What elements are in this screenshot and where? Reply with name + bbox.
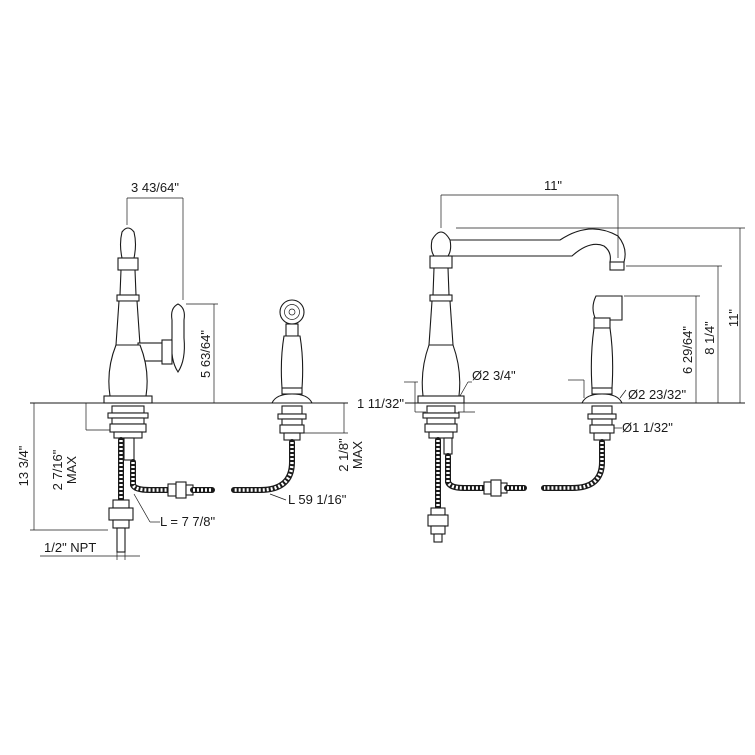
sprayer-front-view xyxy=(541,295,623,491)
faucet-side-view xyxy=(103,227,215,553)
dim-base-diameter: Ø2 3/4" xyxy=(472,368,516,383)
faucet-front-view xyxy=(417,228,626,543)
dim-deck-thickness-faucet-max: MAX xyxy=(64,456,79,485)
dim-overall-height-right: 11" xyxy=(726,309,741,327)
dim-overall-height-left: 13 3/4" xyxy=(16,445,31,486)
dim-deck-thickness-sprayer: 2 1/8" xyxy=(336,438,351,472)
dim-hole-diameter: Ø1 1/32" xyxy=(622,420,673,435)
dim-connection: 1/2" NPT xyxy=(44,540,96,555)
dim-spout-reach: 3 43/64" xyxy=(131,180,179,195)
dim-deck-thickness-faucet: 2 7/16" xyxy=(50,449,65,490)
dim-spout-clearance: 8 1/4" xyxy=(702,321,717,355)
dim-spout-length: 11" xyxy=(544,178,562,193)
dim-tube-length: L = 7 7/8" xyxy=(160,514,215,529)
dim-body-height: 6 29/64" xyxy=(680,326,695,374)
dim-sprayer-base-diameter: Ø2 23/32" xyxy=(628,387,686,402)
dim-escutcheon-height: 1 11/32" xyxy=(357,396,404,411)
dim-handle-height: 5 63/64" xyxy=(198,330,213,378)
dim-sprayer-hose: L 59 1/16" xyxy=(288,492,347,507)
dim-deck-thickness-sprayer-max: MAX xyxy=(350,441,365,470)
sprayer-side-view xyxy=(231,299,313,493)
